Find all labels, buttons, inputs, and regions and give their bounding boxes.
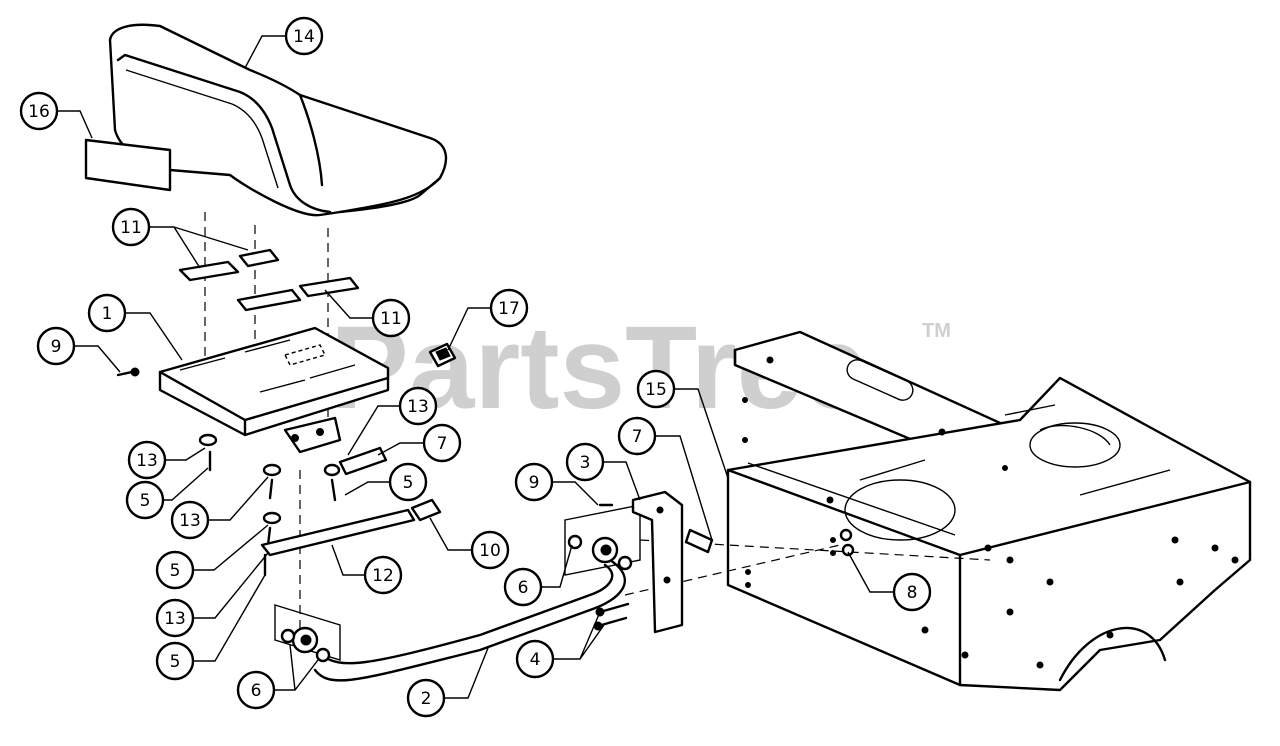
callout-1: 1 <box>87 293 127 333</box>
svg-text:13: 13 <box>164 609 186 629</box>
svg-text:6: 6 <box>518 578 529 598</box>
svg-text:5: 5 <box>140 491 151 511</box>
seat-pads <box>178 248 360 312</box>
callout-10: 10 <box>470 530 510 570</box>
leader-lines <box>57 35 894 699</box>
frame-chassis <box>726 330 1252 692</box>
callout-5-middle: 5 <box>155 550 195 590</box>
svg-text:9: 9 <box>51 337 62 357</box>
svg-text:6: 6 <box>251 681 262 701</box>
callout-7-right: 7 <box>617 416 657 456</box>
svg-text:10: 10 <box>479 541 501 561</box>
svg-text:13: 13 <box>407 397 429 417</box>
retainer-clip <box>428 342 457 368</box>
callout-labels: 14 16 11 11 1 17 9 13 13 7 5 5 13 10 5 1… <box>19 16 932 718</box>
callout-9-left: 9 <box>36 326 76 366</box>
callout-15: 15 <box>636 369 676 409</box>
callout-7-left: 7 <box>422 423 462 463</box>
svg-text:12: 12 <box>372 566 394 586</box>
svg-text:1: 1 <box>102 304 113 324</box>
callout-14: 14 <box>284 16 324 56</box>
callout-5-lower: 5 <box>155 641 195 681</box>
callout-17: 17 <box>489 288 529 328</box>
svg-text:4: 4 <box>530 650 541 670</box>
svg-text:5: 5 <box>170 561 181 581</box>
svg-text:11: 11 <box>120 218 142 238</box>
callout-2: 2 <box>406 678 446 718</box>
seat-bracket <box>283 416 342 454</box>
svg-text:11: 11 <box>380 309 402 329</box>
callout-5-upper-left: 5 <box>125 480 165 520</box>
svg-text:7: 7 <box>437 434 448 454</box>
svg-text:13: 13 <box>179 511 201 531</box>
callout-6-left: 6 <box>236 670 276 710</box>
svg-text:5: 5 <box>403 473 414 493</box>
pivot-bar <box>274 504 641 682</box>
seat-adjust-bracket <box>593 490 855 634</box>
callout-11-bottom: 11 <box>371 298 411 338</box>
svg-text:9: 9 <box>529 473 540 493</box>
seat-pan <box>158 326 390 437</box>
svg-text:14: 14 <box>293 27 315 47</box>
svg-text:8: 8 <box>907 583 918 603</box>
callout-16: 16 <box>19 91 59 131</box>
svg-text:13: 13 <box>136 451 158 471</box>
callout-13-upper-left: 13 <box>127 440 167 480</box>
hardware <box>116 367 614 577</box>
callout-6-right: 6 <box>503 567 543 607</box>
svg-text:3: 3 <box>580 453 591 473</box>
svg-text:7: 7 <box>632 427 643 447</box>
callout-13-upper-right: 13 <box>398 386 438 426</box>
support-strap <box>260 508 416 557</box>
seat-cushion <box>108 23 448 217</box>
seat-side-panel <box>84 138 172 192</box>
callout-5-upper-right: 5 <box>388 462 428 502</box>
callout-13-middle: 13 <box>170 500 210 540</box>
svg-text:5: 5 <box>170 652 181 672</box>
svg-text:16: 16 <box>28 102 50 122</box>
svg-text:2: 2 <box>421 689 432 709</box>
callout-3: 3 <box>565 442 605 482</box>
hairpin-clip <box>410 498 442 522</box>
watermark-trademark: TM <box>922 320 951 342</box>
pivot-pin <box>338 446 714 554</box>
svg-text:15: 15 <box>645 380 667 400</box>
callout-11-top: 11 <box>111 207 151 247</box>
svg-text:17: 17 <box>498 299 520 319</box>
callout-9-right: 9 <box>514 462 554 502</box>
callout-13-lower: 13 <box>155 598 195 638</box>
callout-8: 8 <box>892 572 932 612</box>
callout-4: 4 <box>515 639 555 679</box>
callout-12: 12 <box>363 555 403 595</box>
